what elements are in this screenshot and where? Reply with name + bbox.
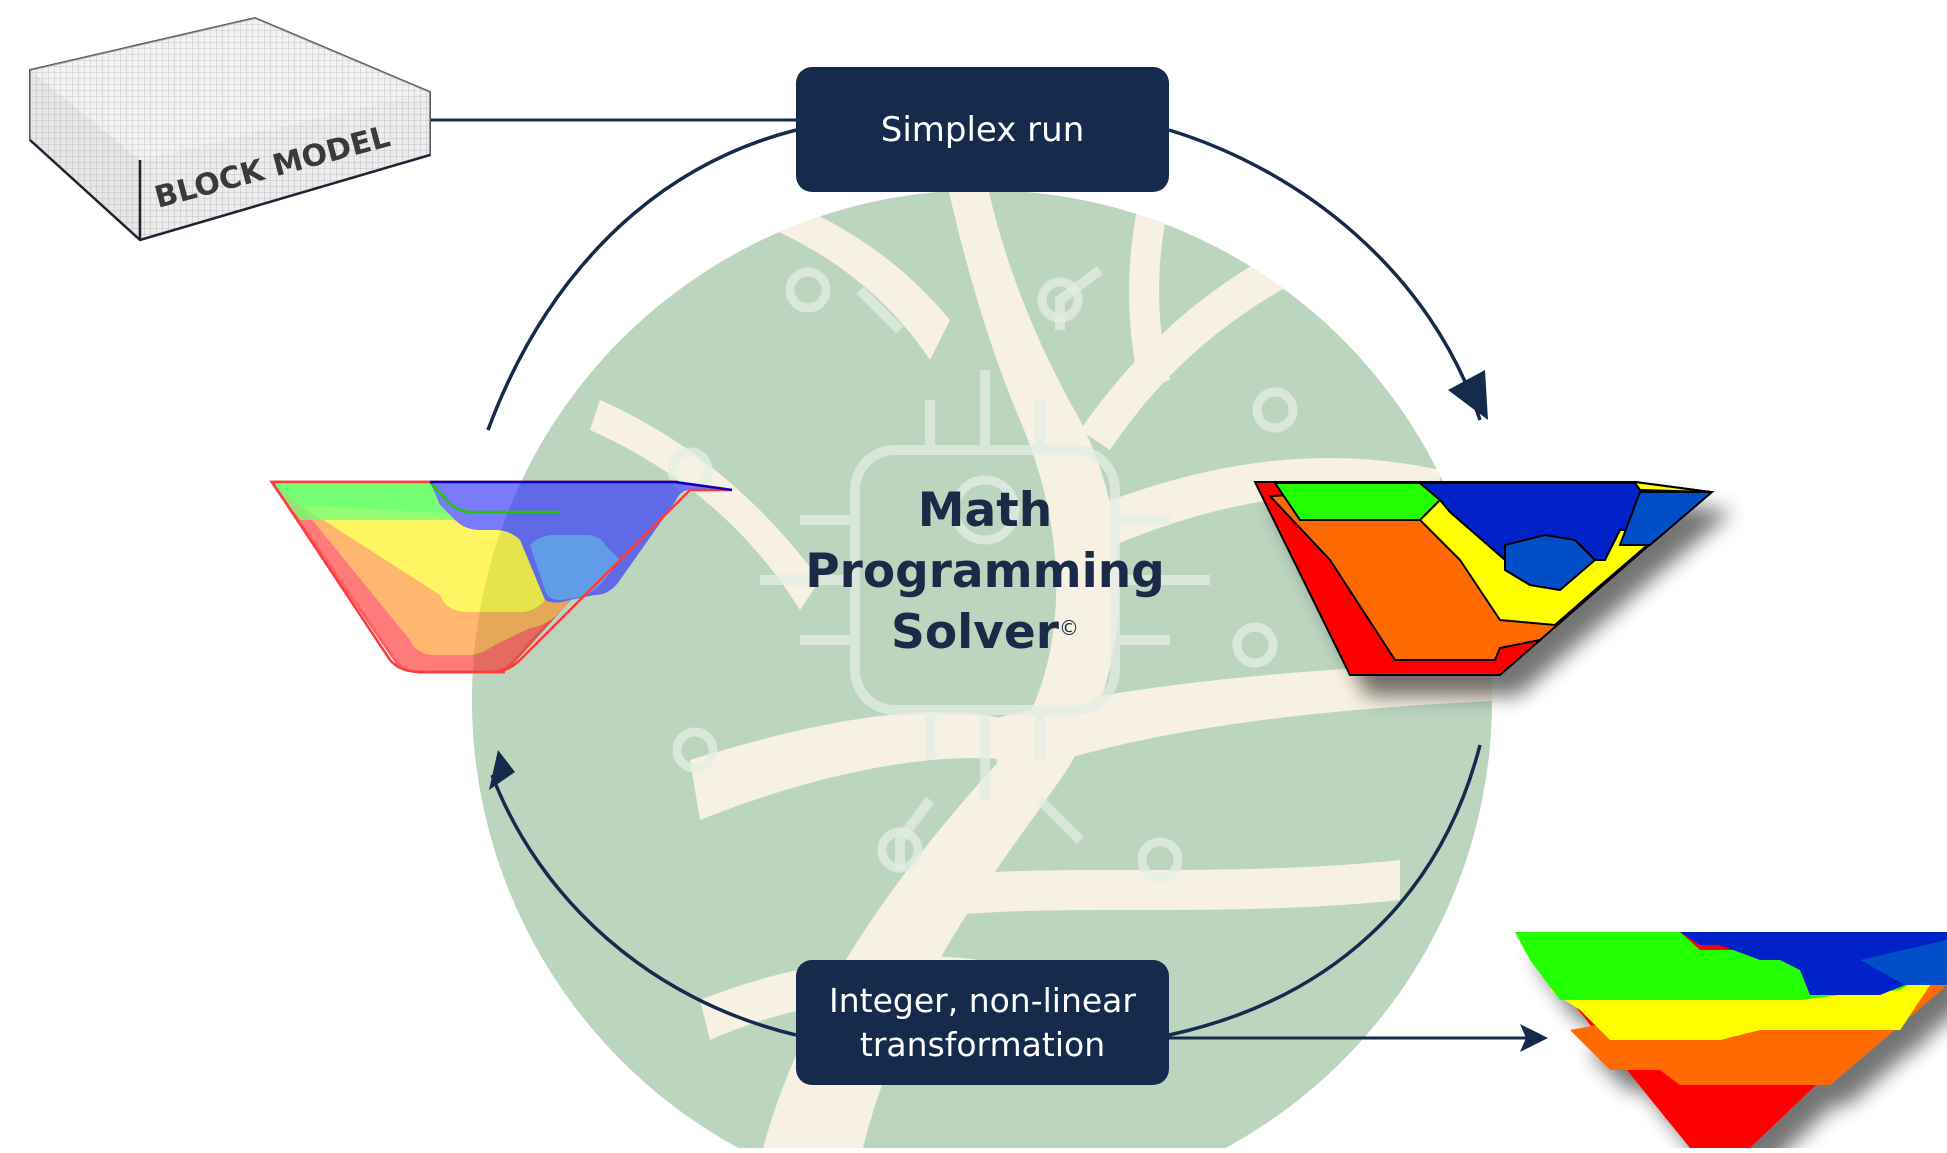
integer-transformation-label: Integer, non-linear transformation (796, 960, 1169, 1085)
simplex-run-text: Simplex run (880, 109, 1085, 150)
solver-circle (472, 190, 1492, 1153)
tree-background (590, 190, 1492, 1153)
pit-shell-diagram (1515, 932, 1947, 1148)
solver-title: Math Programming Solver© (770, 480, 1200, 663)
pit-shell-diagram (269, 480, 730, 674)
block-model-grid-icon: BLOCK MODEL (29, 16, 431, 242)
arrowhead-icon (489, 750, 515, 790)
simplex-run-label: Simplex run (796, 67, 1169, 192)
pit-shell-diagram (1253, 480, 1715, 676)
integer-line-1: Integer, non-linear (829, 980, 1136, 1020)
integer-line-2: transformation (859, 1024, 1106, 1064)
arrowhead-icon (1448, 370, 1488, 420)
copyright-mark: © (1058, 616, 1079, 640)
solver-title-line-1: Math (917, 483, 1053, 538)
pit-shell-outline (269, 480, 733, 674)
solver-title-line-2: Programming (805, 544, 1165, 599)
solver-title-line-3: Solver (891, 605, 1059, 660)
cycle-arcs (486, 128, 1482, 1037)
connector-arrow (1169, 1024, 1548, 1052)
